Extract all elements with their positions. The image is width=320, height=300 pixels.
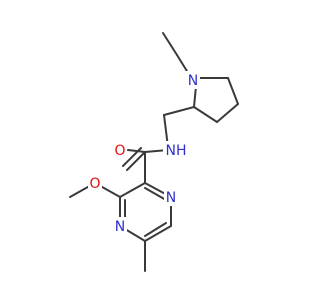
atom-label-background <box>164 188 178 206</box>
bond <box>144 222 167 237</box>
structure-canvas: N NH O O N N <box>69 32 239 272</box>
bond <box>216 103 239 123</box>
atom-label-background <box>88 174 102 192</box>
bond <box>193 85 197 108</box>
atom-label-n-amide: NH <box>166 143 187 159</box>
atom-label-background <box>186 71 200 89</box>
atom-label-background <box>113 141 127 159</box>
bond <box>126 151 146 171</box>
bond <box>162 32 178 56</box>
bond <box>144 187 167 201</box>
bond <box>227 77 239 105</box>
atom-label-o-carbonyl: O <box>114 143 125 159</box>
atom-label-n-pyrrolidine: N <box>188 73 198 89</box>
atom-label-o-methoxy: O <box>89 176 100 192</box>
bond <box>193 106 218 123</box>
atom-label-background <box>163 141 189 159</box>
atom-label-n-ring-right: N <box>166 190 176 206</box>
atom-labels: N NH O O N N <box>88 71 200 235</box>
bond <box>119 182 146 198</box>
atom-label-n-ring-left: N <box>115 219 125 235</box>
bond <box>163 106 195 116</box>
bond <box>127 149 146 153</box>
atom-label-background <box>113 217 127 235</box>
bond <box>144 225 172 242</box>
bond-layer <box>69 32 239 272</box>
bond <box>122 147 142 167</box>
